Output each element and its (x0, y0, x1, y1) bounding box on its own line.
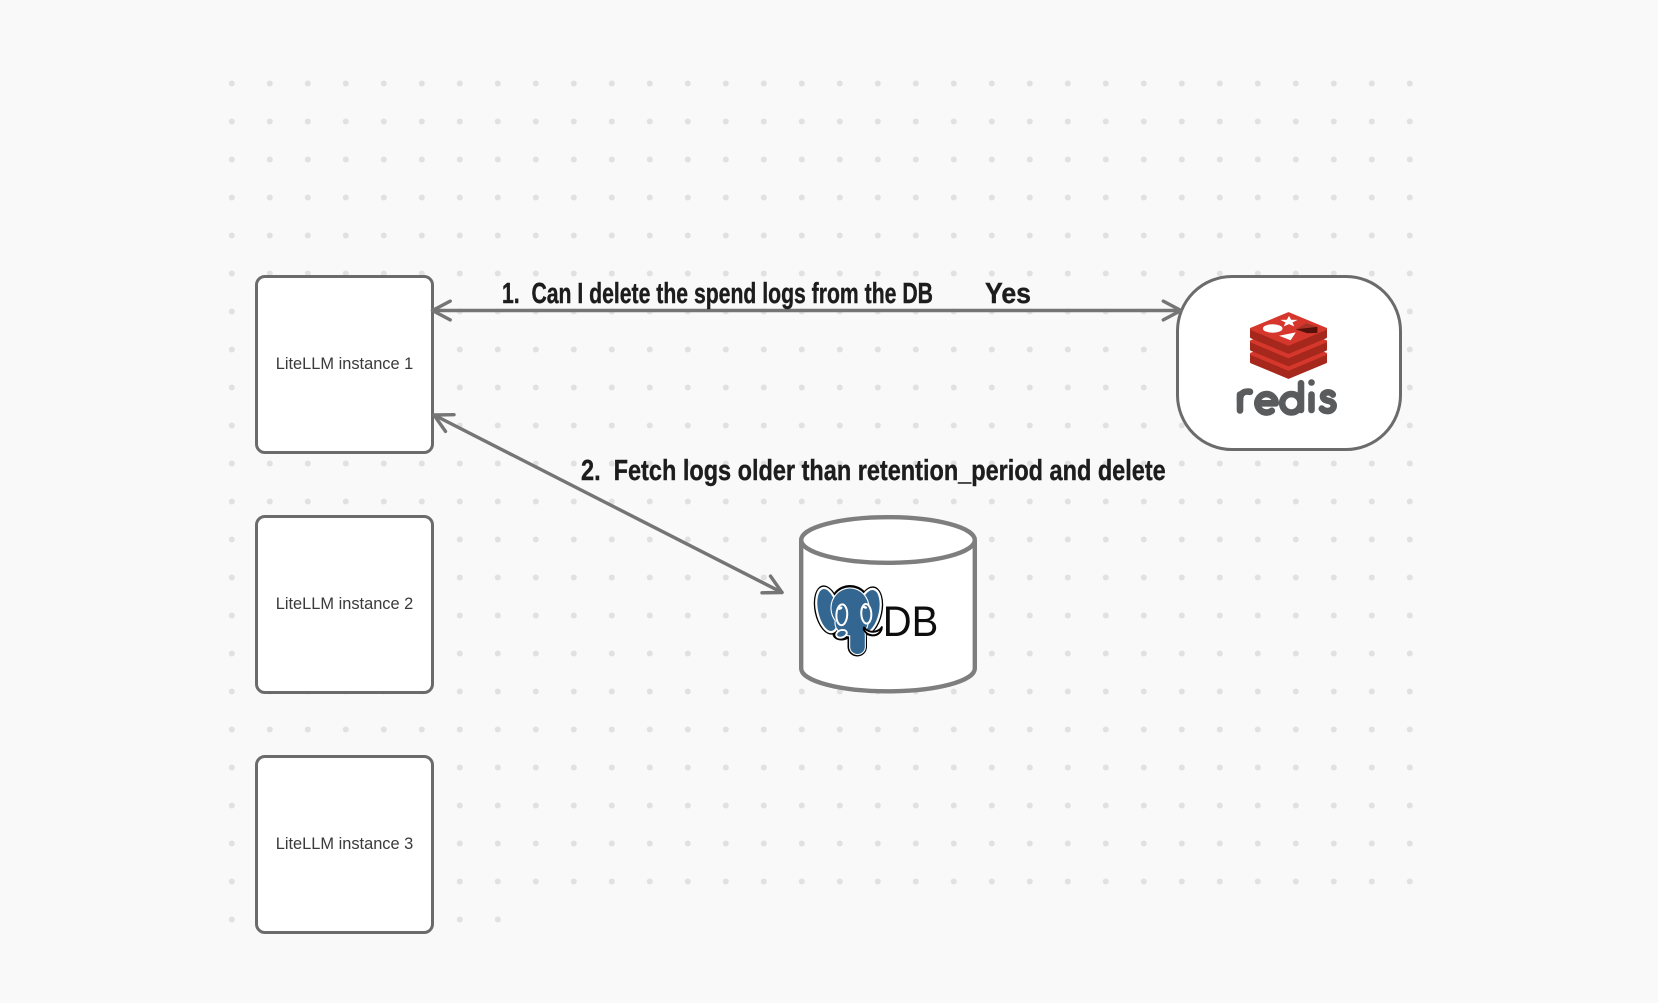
svg-text:DB: DB (883, 597, 939, 646)
